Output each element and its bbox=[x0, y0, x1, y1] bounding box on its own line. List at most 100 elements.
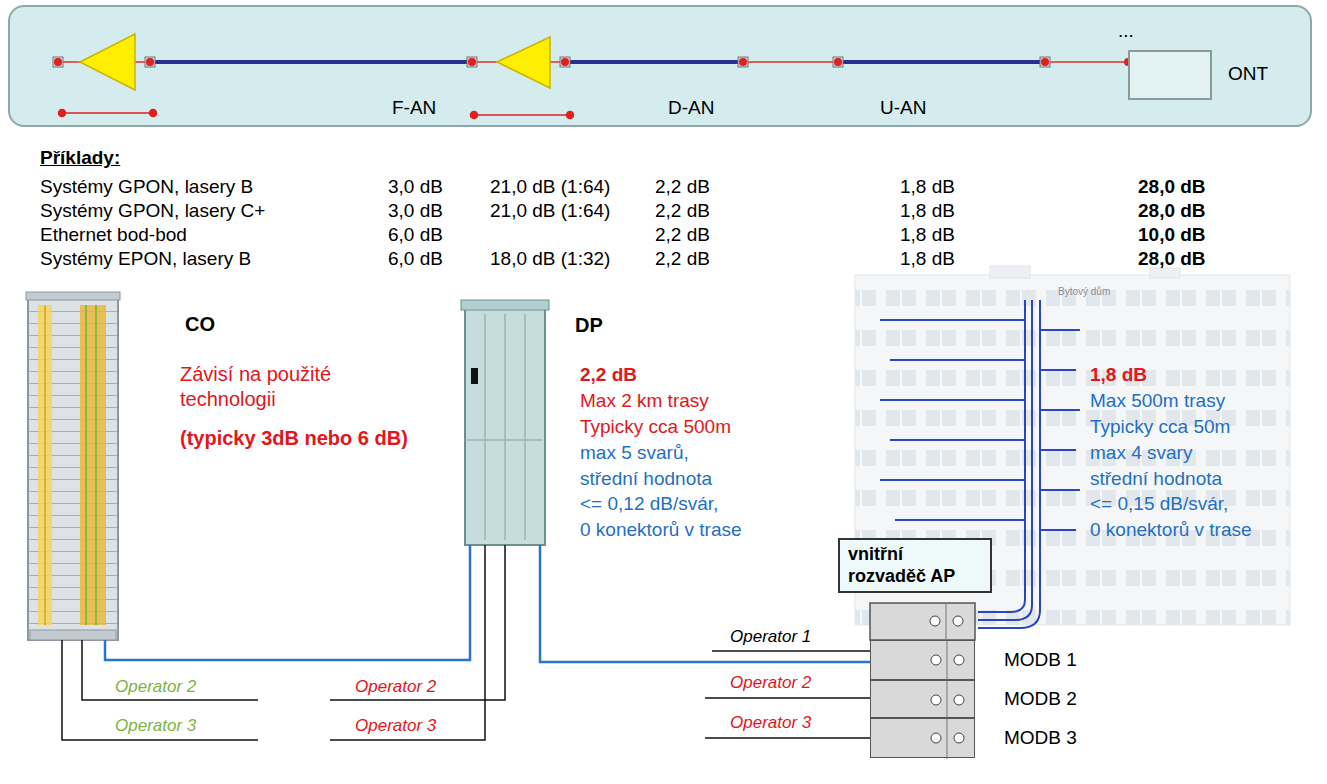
fibre-connector bbox=[105, 545, 470, 660]
connector-port bbox=[871, 641, 976, 681]
dp-cabinet-art bbox=[504, 314, 506, 540]
connector-square bbox=[560, 57, 570, 67]
span-bracket bbox=[62, 112, 153, 114]
operator-label: Operator 1 bbox=[730, 627, 811, 647]
table-cell: Ethernet bod-bod bbox=[40, 224, 187, 246]
operator-fibre bbox=[705, 697, 870, 699]
connector-square bbox=[833, 57, 843, 67]
operator-label: Operator 2 bbox=[115, 677, 196, 697]
modb-box: MODB 1 bbox=[870, 640, 975, 680]
table-cell: 1,8 dB bbox=[900, 200, 955, 222]
connector-square bbox=[53, 57, 1050, 67]
dp-cabinet-art bbox=[465, 306, 545, 545]
connector-port bbox=[947, 681, 948, 721]
note: Závisí na použité technologii bbox=[180, 362, 385, 412]
thick-fibre bbox=[838, 60, 1045, 64]
watermark: Bytový dům bbox=[1058, 286, 1110, 298]
apartment-building bbox=[990, 266, 1030, 278]
connector-dot bbox=[54, 58, 62, 66]
ap-top-panel bbox=[870, 603, 975, 640]
node-label: CO bbox=[185, 312, 215, 336]
dp-cabinet: DP bbox=[465, 300, 545, 545]
table-cell: 3,0 dB bbox=[388, 176, 443, 198]
network-band: F-AND-ANU-AN...ONT bbox=[8, 5, 1312, 127]
node-label: MODB 3 bbox=[1004, 727, 1077, 749]
splitter-triangle bbox=[497, 37, 550, 88]
access-network-line bbox=[53, 34, 1132, 119]
modb-box: MODB 2 bbox=[870, 680, 975, 718]
table-cell: Systémy EPON, lasery B bbox=[40, 248, 251, 270]
table-cell: 2,2 dB bbox=[655, 200, 710, 222]
node-label: DP bbox=[575, 313, 603, 337]
connector-dot bbox=[1041, 58, 1049, 66]
ont-box: ONT bbox=[1128, 50, 1212, 100]
co-rack: CO bbox=[28, 295, 118, 640]
span-bracket bbox=[474, 114, 570, 116]
apartment-building bbox=[1150, 268, 1180, 278]
node-label: ONT bbox=[1228, 63, 1268, 85]
operator-fibre bbox=[330, 545, 485, 740]
co-rack-art bbox=[26, 292, 120, 640]
connector-port bbox=[931, 733, 941, 743]
connector-port bbox=[947, 719, 948, 759]
table-cell: 3,0 dB bbox=[388, 200, 443, 222]
node-label: MODB 1 bbox=[1004, 649, 1077, 671]
modb-box: MODB 3 bbox=[870, 718, 975, 758]
spec-note: 0 konektorů v trase bbox=[580, 517, 742, 543]
connector-square bbox=[467, 57, 477, 67]
connector-port bbox=[931, 655, 941, 665]
span-bracket bbox=[567, 112, 574, 119]
co-rack-art bbox=[28, 295, 118, 640]
operator-label: Operator 3 bbox=[355, 716, 436, 736]
thick-fibre bbox=[150, 60, 470, 64]
co-rack-art bbox=[95, 305, 97, 625]
spec-note: max 5 svarů, bbox=[580, 440, 689, 466]
node-label: D-AN bbox=[668, 97, 714, 119]
box-title: vnitřní rozvaděč AP bbox=[848, 543, 982, 587]
table-cell: 28,0 dB bbox=[1138, 248, 1206, 270]
spec-note: střední hodnota bbox=[1090, 466, 1222, 492]
operator-fibre bbox=[62, 640, 258, 740]
fibre-connector bbox=[540, 545, 870, 662]
table-cell: 28,0 dB bbox=[1138, 176, 1206, 198]
node-label: MODB 2 bbox=[1004, 688, 1077, 710]
splitter-triangle bbox=[80, 34, 550, 90]
table-cell: 21,0 dB (1:64) bbox=[490, 200, 610, 222]
thin-fibre bbox=[58, 61, 1128, 63]
dp-cabinet-art bbox=[484, 314, 486, 540]
table-cell: 2,2 dB bbox=[655, 248, 710, 270]
connector-dot bbox=[739, 58, 747, 66]
co-rack-art bbox=[80, 305, 106, 625]
spec-note: max 4 svary bbox=[1090, 440, 1192, 466]
operator-label: Operator 3 bbox=[115, 716, 196, 736]
ap-box: vnitřní rozvaděč AP bbox=[838, 538, 992, 593]
table-cell: 10,0 dB bbox=[1138, 224, 1206, 246]
table-cell: 1,8 dB bbox=[900, 248, 955, 270]
splitter-triangle bbox=[80, 34, 135, 90]
table-cell: Systémy GPON, lasery B bbox=[40, 176, 253, 198]
table-cell: 21,0 dB (1:64) bbox=[490, 176, 610, 198]
ap-top-panel bbox=[870, 603, 975, 640]
note: (typicky 3dB nebo 6 dB) bbox=[180, 426, 408, 451]
connector-port bbox=[954, 695, 964, 705]
spec-note: 0 konektorů v trase bbox=[1090, 517, 1252, 543]
operator-fibre bbox=[62, 545, 870, 740]
node-label: U-AN bbox=[880, 97, 926, 119]
co-rack-art bbox=[30, 630, 116, 640]
connector-square bbox=[738, 57, 748, 67]
thin-fibre bbox=[1045, 61, 1128, 63]
connector-dot bbox=[54, 58, 1132, 66]
spec-note: Max 2 km trasy bbox=[580, 388, 709, 414]
table-cell: 18,0 dB (1:32) bbox=[490, 248, 610, 270]
connector-port bbox=[931, 695, 941, 705]
connector-port bbox=[954, 733, 964, 743]
co-rack-art bbox=[44, 305, 46, 625]
operator-label: Operator 2 bbox=[355, 677, 436, 697]
connector-dot bbox=[561, 58, 569, 66]
connector-port bbox=[871, 719, 976, 759]
node-label: ... bbox=[1118, 20, 1134, 42]
ap-top-panel bbox=[953, 616, 963, 626]
spec-note: střední hodnota bbox=[580, 466, 712, 492]
spec-note: <= 0,15 dB/svár, bbox=[1090, 491, 1228, 517]
heading: Příklady: bbox=[40, 147, 120, 169]
